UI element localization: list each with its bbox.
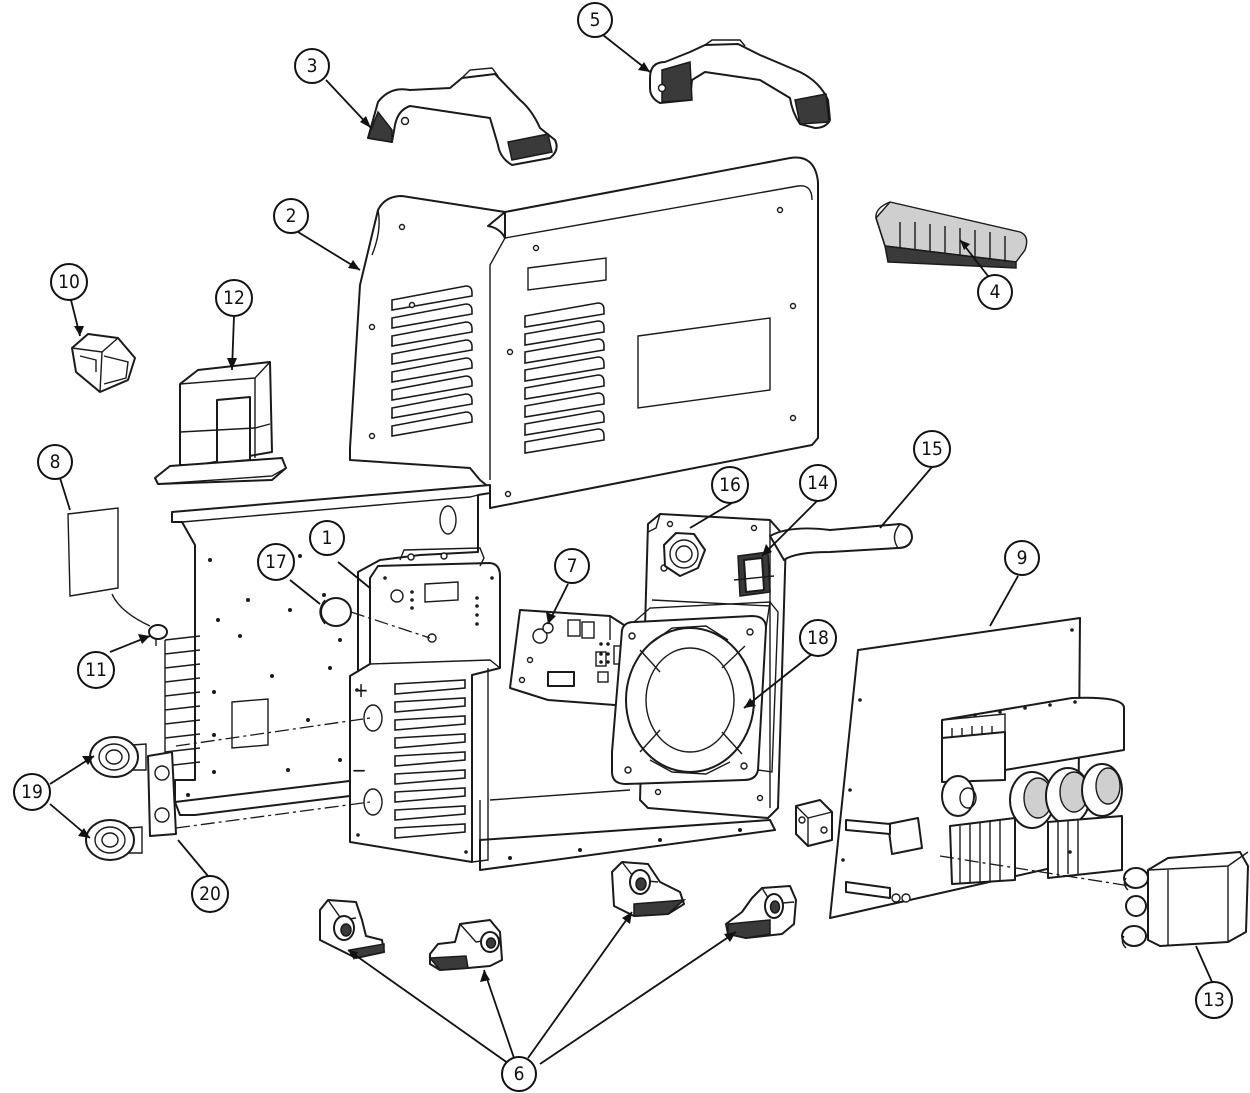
output-socket-lower [85, 819, 143, 861]
handle-left [366, 67, 558, 166]
cooling-fan [611, 601, 779, 785]
callout-1-label: 1 [322, 527, 333, 549]
chassis-heatsink-fins [164, 635, 201, 780]
main-power-board [829, 617, 1131, 919]
foot-1 [319, 899, 385, 959]
foam-strip [875, 201, 1028, 269]
callout-19-label: 19 [21, 781, 43, 803]
label-sheet [67, 507, 119, 597]
callout-6-label: 6 [514, 1063, 525, 1085]
callout-20-label: 20 [199, 883, 221, 905]
minus-symbol: − [351, 758, 366, 782]
output-socket-upper [89, 736, 147, 778]
base-tray [174, 779, 776, 871]
callout-12-label: 12 [223, 287, 245, 309]
callout-7: 7 [554, 548, 590, 584]
terminal-block [795, 799, 833, 847]
handle-right [649, 39, 831, 129]
callout-4-label: 4 [990, 281, 1001, 303]
front-panel: + − [349, 547, 501, 863]
power-cable [769, 523, 913, 561]
callout-7-label: 7 [567, 555, 578, 577]
callout-3-label: 3 [307, 55, 318, 77]
rocker-switch [733, 551, 775, 597]
control-pcb [509, 609, 639, 707]
output-module [1121, 851, 1249, 949]
callout-6: 6 [501, 1056, 537, 1092]
transformer [154, 361, 287, 485]
callout-17-label: 17 [265, 551, 287, 573]
callout-12: 12 [215, 279, 253, 317]
callout-10: 10 [50, 263, 88, 301]
callout-9: 9 [1004, 540, 1040, 576]
callout-10-label: 10 [58, 271, 80, 293]
cover-left-louvers [391, 285, 473, 437]
callout-8: 8 [37, 444, 73, 480]
callout-8-label: 8 [50, 451, 61, 473]
foot-3 [611, 861, 687, 917]
callout-14-label: 14 [807, 472, 829, 494]
callout-5: 5 [577, 2, 613, 38]
callout-1: 1 [309, 520, 345, 556]
callout-4: 4 [977, 274, 1013, 310]
callout-15-label: 15 [921, 438, 943, 460]
top-cover [349, 156, 819, 509]
callout-11: 11 [77, 651, 115, 689]
plus-symbol: + [353, 678, 368, 702]
callout-13: 13 [1195, 981, 1233, 1019]
foot-4 [725, 885, 797, 939]
callout-14: 14 [799, 464, 837, 502]
callout-13-label: 13 [1203, 989, 1225, 1011]
callout-9-label: 9 [1017, 547, 1028, 569]
foot-2 [428, 919, 503, 971]
small-block [71, 333, 136, 393]
callout-17: 17 [257, 543, 295, 581]
callout-16: 16 [711, 466, 749, 504]
callout-16-label: 16 [719, 474, 741, 496]
callout-2-label: 2 [286, 205, 297, 227]
callout-19: 19 [13, 773, 51, 811]
callout-20: 20 [191, 875, 229, 913]
cover-right-louvers [524, 302, 605, 454]
mounting-plate [147, 751, 177, 837]
callout-11-label: 11 [85, 659, 107, 681]
strain-relief [663, 532, 706, 577]
callout-2: 2 [273, 198, 309, 234]
chassis-left-panel [164, 484, 491, 803]
callout-5-label: 5 [590, 9, 601, 31]
callout-18: 18 [799, 619, 837, 657]
ground-screw [111, 593, 168, 646]
callout-15: 15 [913, 430, 951, 468]
control-knob [319, 597, 431, 639]
callout-3: 3 [294, 48, 330, 84]
front-panel-louvers [394, 679, 466, 839]
callout-18-label: 18 [807, 627, 829, 649]
leader-lines [49, 34, 1213, 1067]
leader-arrowheads [74, 62, 970, 982]
